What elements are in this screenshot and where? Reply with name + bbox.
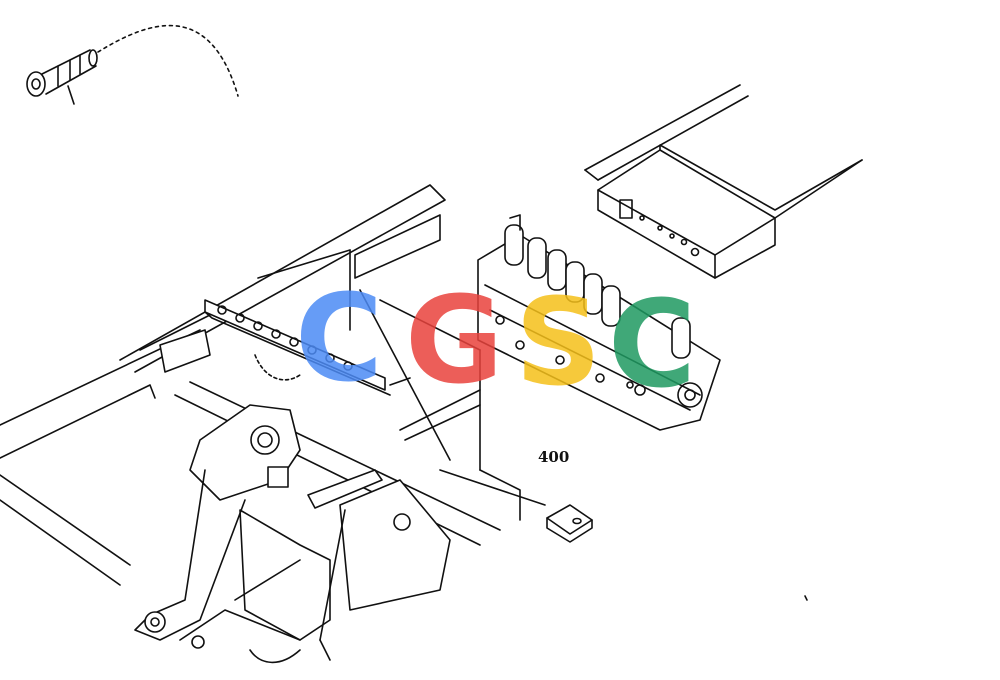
spacer-block: [546, 504, 593, 543]
perforated-bar: [204, 299, 411, 396]
watermark-letter-s: S: [515, 274, 601, 413]
chassis-frame: [0, 184, 546, 586]
watermark-letter-c1: C: [295, 270, 383, 409]
watermark: C G S C: [295, 270, 696, 415]
pin-part: [26, 24, 239, 105]
control-valve: [477, 214, 721, 431]
watermark-letter-g: G: [405, 272, 504, 411]
part-number-label: 400: [538, 448, 570, 466]
watermark-letter-c2: C: [608, 276, 696, 415]
hinge-bracket: [134, 404, 808, 664]
control-box: [584, 84, 863, 279]
